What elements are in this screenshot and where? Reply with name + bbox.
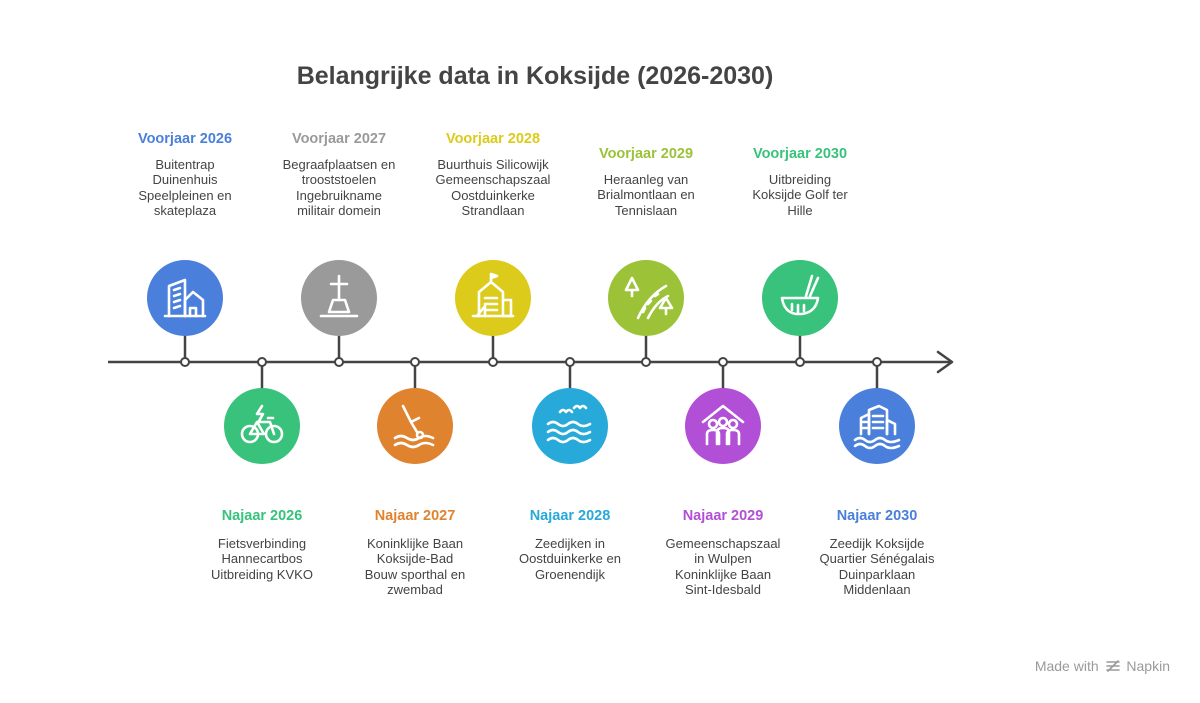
milestone-period: Voorjaar 2030 [752,146,848,162]
sea-waves-icon [532,388,608,464]
axis-marker-najaar-2026 [257,357,267,367]
description-line: Uitbreiding KVKO [211,566,313,582]
description-line: in Wulpen [694,551,752,567]
description-line: Koninklijke Baan [366,536,464,551]
description-line: Bouw sporthal en [364,566,466,582]
description-line: Gemeenschapszaal [435,172,551,188]
milestone-period: Najaar 2027 [374,508,456,524]
description-line: Brialmontlaan en [597,187,695,203]
description-line: Koksijde-Bad [376,551,454,567]
description-line: Buurthuis Silicowijk [437,157,549,172]
description-line: trooststoelen [301,172,377,188]
buildings-icon [147,260,223,336]
description-line: Quartier Sénégalais [819,551,935,567]
description-line: Duinparklaan [838,566,916,582]
milestone-period: Najaar 2030 [836,508,918,524]
axis-marker-voorjaar-2026 [180,357,190,367]
description-line: Koninklijke Baan [674,566,772,582]
milestone-period: Voorjaar 2029 [598,146,694,162]
milestone-period: Najaar 2029 [682,508,764,524]
napkin-brand-label: Napkin [1126,658,1170,674]
axis-marker-voorjaar-2027 [334,357,344,367]
description-line: skateplaza [153,203,217,219]
description-line: Zeedijk Koksijde [829,536,925,551]
description-line: Uitbreiding [768,172,832,187]
description-line: Hannecartbos [221,551,303,567]
people-house-icon [685,388,761,464]
milestone-period: Voorjaar 2026 [137,131,233,147]
grave-cross-icon [301,260,377,336]
page-title: Belangrijke data in Koksijde (2026-2030) [296,62,774,90]
description-line: zwembad [387,582,443,598]
description-line: Strandlaan [461,203,525,219]
made-with-napkin-footer[interactable]: Made with Napkin [1035,658,1170,676]
axis-marker-voorjaar-2030 [795,357,805,367]
description-line: Gemeenschapszaal [665,536,781,551]
description-line: Speelpleinen en [138,187,232,203]
seaside-buildings-icon [839,388,915,464]
description-line: militair domein [297,203,381,219]
description-line: Buitentrap [155,157,215,172]
description-line: Middenlaan [843,582,911,598]
description-line: Koksijde Golf ter [752,187,848,203]
diver-icon [377,388,453,464]
description-line: Oostduinkerke [451,187,535,203]
axis-marker-voorjaar-2029 [641,357,651,367]
description-line: Groenendijk [534,566,606,582]
description-line: Tennislaan [614,202,678,218]
description-line: Sint-Idesbald [685,582,761,598]
milestone-period: Voorjaar 2028 [445,131,541,147]
made-with-label: Made with [1034,658,1099,674]
description-line: Duinenhuis [152,172,218,188]
forest-road-icon [608,260,684,336]
description-line: Begraafplaatsen en [282,157,396,172]
description-line: Hille [787,202,813,218]
golf-club-icon [762,260,838,336]
community-house-icon [455,260,531,336]
axis-marker-najaar-2029 [718,357,728,367]
description-line: Heraanleg van [603,172,689,187]
description-line: Zeedijken in [534,536,606,551]
milestone-period: Najaar 2028 [529,508,611,524]
milestone-period: Najaar 2026 [221,508,303,524]
milestone-period: Voorjaar 2027 [291,131,387,147]
description-line: Fietsverbinding [217,536,307,551]
axis-marker-najaar-2027 [410,357,420,367]
napkin-logo-icon [1105,659,1121,676]
e-bike-icon [224,388,300,464]
axis-marker-najaar-2030 [872,357,882,367]
description-line: Oostduinkerke en [519,551,621,567]
axis-marker-voorjaar-2028 [488,357,498,367]
description-line: Ingebruikname [296,187,382,203]
axis-marker-najaar-2028 [565,357,575,367]
